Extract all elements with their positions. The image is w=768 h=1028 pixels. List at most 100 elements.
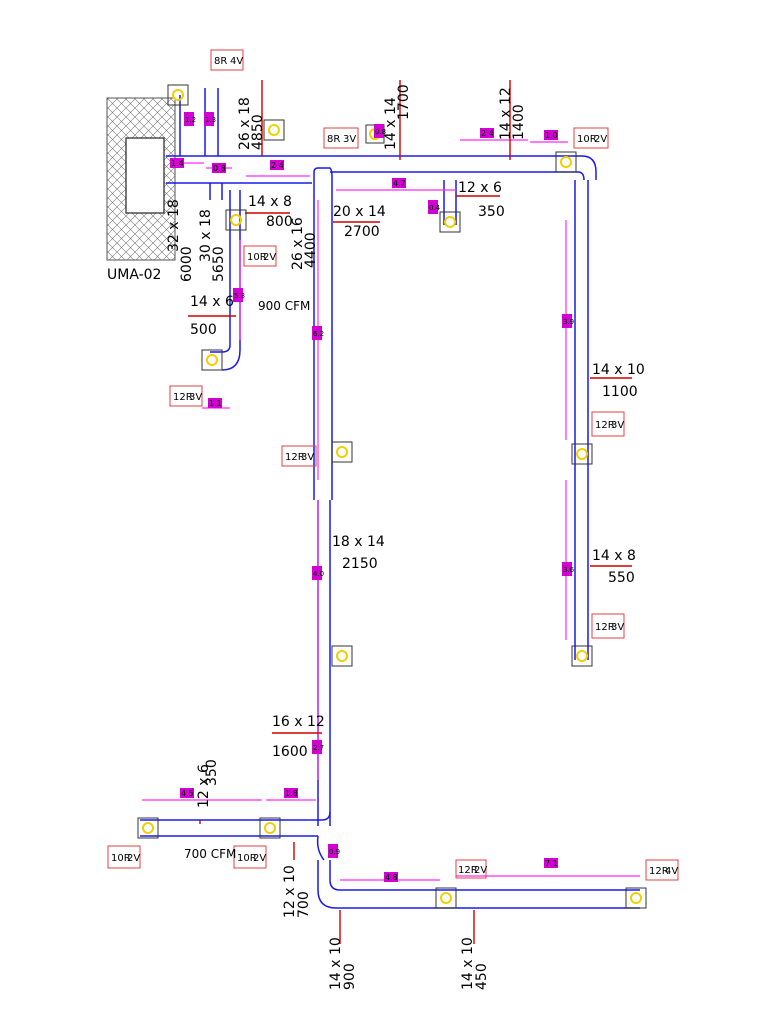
tag-right-12r3v-a[interactable]: 12R 3V — [591, 411, 625, 437]
dim-tag: 1.8 — [284, 788, 298, 798]
cfm-note-lower: 700 CFM — [184, 847, 236, 861]
svg-text:2V: 2V — [594, 134, 607, 145]
svg-text:4.0: 4.0 — [313, 570, 324, 578]
duct-labels-horizontal: 14 x 8 800 20 x 14 2700 12 x 6 350 14 x … — [190, 180, 645, 760]
diffuser[interactable] — [571, 443, 593, 465]
duct-cfm-label: 4400 — [303, 232, 319, 268]
tag-left-10r2v[interactable]: 10R 2V — [243, 245, 277, 267]
svg-text:10R: 10R — [577, 134, 597, 145]
dim-tag: 1.2 — [184, 112, 196, 126]
diffuser[interactable] — [439, 211, 461, 233]
duct-size-label: 14 x 14 — [383, 97, 399, 150]
tag-bottom-12r4v[interactable]: 12R 4V — [645, 859, 679, 881]
duct-size-label: 14 x 8 — [592, 548, 636, 564]
dim-tag: 1.3 — [204, 112, 216, 126]
svg-text:0.9: 0.9 — [329, 848, 340, 856]
svg-text:1.8: 1.8 — [285, 789, 298, 798]
dim-tag: 7.1 — [544, 858, 558, 868]
dim-tag: 1.0 — [544, 130, 558, 140]
diffuser[interactable] — [625, 887, 647, 909]
svg-text:4V: 4V — [230, 56, 243, 67]
svg-text:1.0: 1.0 — [545, 131, 558, 140]
duct-size-label: 12 x 10 — [282, 865, 298, 918]
tag-mid-12r3v[interactable]: 12R 3V — [281, 445, 317, 467]
svg-text:0.8: 0.8 — [375, 128, 386, 136]
tag-bottom-12r2v[interactable]: 12R 2V — [455, 859, 487, 879]
duct-top-trunk — [246, 155, 597, 184]
duct-size-label: 14 x 6 — [190, 294, 234, 310]
diffuser-tags: 8R 4V 8R 3V 10R 2V 10R 2V 12R 3V 12R 3V — [107, 49, 679, 881]
svg-text:3.6: 3.6 — [563, 566, 575, 574]
duct-left-stub — [209, 183, 223, 200]
duct-cfm-label: 550 — [608, 570, 635, 586]
duct-size-label: 18 x 14 — [332, 534, 385, 550]
duct-labels-vertical: 26 x 18 4850 14 x 14 1700 14 x 12 1400 3… — [166, 84, 527, 990]
tag-top-8r4v[interactable]: 8R 4V — [210, 49, 244, 71]
svg-text:4V: 4V — [665, 866, 678, 877]
svg-text:1.3: 1.3 — [205, 116, 216, 124]
unit-opening — [125, 137, 165, 214]
svg-text:10R: 10R — [247, 252, 267, 263]
dim-tag: 0.8 — [212, 163, 226, 173]
svg-text:3V: 3V — [611, 622, 624, 633]
unit-uma-02[interactable]: UMA-02 — [106, 97, 176, 283]
duct-lower-left-branch — [140, 819, 322, 837]
duct-bottom-run — [317, 860, 640, 909]
dim-tag: 4.5 — [180, 788, 194, 798]
diffuser[interactable] — [435, 887, 457, 909]
diffuser[interactable] — [571, 645, 593, 667]
diffuser[interactable] — [201, 349, 223, 371]
svg-text:3V: 3V — [301, 452, 314, 463]
diffuser[interactable] — [167, 84, 189, 106]
dim-tag: 1.4 — [170, 158, 184, 168]
svg-text:2V: 2V — [253, 853, 266, 864]
duct-cfm-label: 1100 — [602, 384, 638, 400]
diffuser[interactable] — [259, 817, 281, 839]
tag-top-8r3v[interactable]: 8R 3V — [323, 127, 359, 149]
duct-right-run — [574, 180, 589, 660]
diffuser[interactable] — [263, 119, 285, 141]
dim-vertical — [239, 200, 567, 780]
dim-tag: 6.2 — [312, 326, 324, 340]
duct-size-label: 12 x 6 — [196, 764, 212, 808]
duct-size-label: 26 x 16 — [290, 217, 306, 270]
svg-text:4.8: 4.8 — [385, 873, 398, 882]
tag-left-12r3v[interactable]: 12R 3V — [169, 385, 203, 407]
svg-text:3V: 3V — [343, 134, 356, 145]
duct-cfm-label: 350 — [478, 204, 505, 220]
svg-text:10R: 10R — [237, 853, 257, 864]
duct-size-label: 14 x 10 — [592, 362, 645, 378]
svg-text:12R: 12R — [458, 865, 478, 876]
duct-cfm-label: 700 — [296, 891, 312, 918]
dim-tag: 2.4 — [480, 128, 494, 138]
dim-tag: 0.8 — [374, 124, 386, 138]
diffuser[interactable] — [137, 817, 159, 839]
duct-12x6-drop — [443, 180, 457, 225]
unit-label: UMA-02 — [107, 267, 161, 283]
duct-cfm-label: 500 — [190, 322, 217, 338]
diffuser[interactable] — [331, 645, 353, 667]
duct-top-trunk-inner — [330, 171, 585, 181]
dim-tag: 2.4 — [270, 160, 284, 170]
leader-lines — [188, 80, 632, 944]
svg-text:12R: 12R — [595, 420, 615, 431]
svg-text:3.9: 3.9 — [563, 318, 574, 326]
diffuser[interactable] — [225, 209, 247, 231]
diffuser[interactable] — [555, 151, 577, 173]
duct-size-label: 30 x 18 — [198, 209, 214, 262]
svg-text:5.3: 5.3 — [234, 292, 245, 300]
svg-text:2.4: 2.4 — [481, 129, 494, 138]
dimension-tags: 1.4 0.8 2.4 2.4 1.0 4.7 5.3 6.2 3.9 4.0 … — [170, 112, 575, 882]
diffuser[interactable] — [331, 441, 353, 463]
tag-bottom-10r2v-b[interactable]: 10R 2V — [233, 845, 267, 869]
tag-bottom-10r2v-a[interactable]: 10R 2V — [107, 845, 141, 869]
svg-text:12R: 12R — [649, 866, 669, 877]
tag-right-10r2v[interactable]: 10R 2V — [573, 127, 609, 149]
tag-right-12r3v-b[interactable]: 12R 3V — [591, 613, 625, 639]
svg-text:12R: 12R — [285, 452, 305, 463]
dim-tag: 1.1 — [208, 398, 222, 408]
dim-tag: 3.6 — [562, 562, 575, 576]
duct-main-riser-right — [313, 167, 333, 500]
duct-size-label: 14 x 10 — [328, 937, 344, 990]
svg-text:4.5: 4.5 — [181, 789, 194, 798]
